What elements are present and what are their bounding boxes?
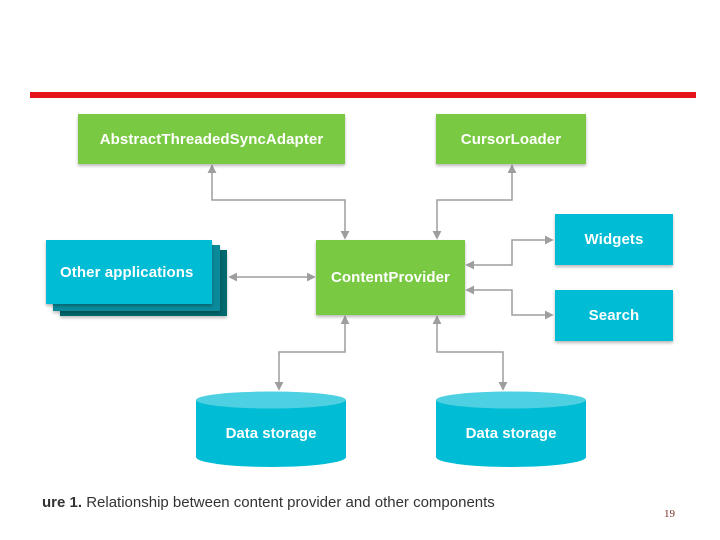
cylinder-icon (436, 391, 586, 467)
header-rule (30, 92, 696, 98)
cylinder-icon (196, 391, 346, 467)
connector-provider-widgets (465, 235, 554, 270)
data-storage-left-label: Data storage (225, 425, 317, 442)
data-storage-left: Data storage (195, 391, 347, 469)
search-node: Search (555, 290, 673, 341)
page-number: 19 (664, 508, 675, 520)
content-provider-node: ContentProvider (316, 240, 465, 315)
caption-prefix: ure 1. (42, 494, 83, 511)
connector-provider-storage-left (274, 315, 350, 391)
connector-provider-storage-right (432, 315, 508, 391)
other-apps-node: Other applications (46, 240, 212, 304)
widgets-node: Widgets (555, 214, 673, 265)
caption-text: Relationship between content provider an… (82, 494, 495, 511)
connector-provider-search (465, 285, 554, 320)
connector-cursorloader-provider (432, 164, 517, 240)
data-storage-right-label: Data storage (465, 425, 557, 442)
cursor-loader-node: CursorLoader (436, 114, 586, 164)
data-storage-right: Data storage (435, 391, 587, 469)
sync-adapter-node: AbstractThreadedSyncAdapter (78, 114, 345, 164)
connector-syncadapter-provider (207, 164, 350, 240)
figure-caption: ure 1. Relationship between content prov… (42, 494, 495, 511)
